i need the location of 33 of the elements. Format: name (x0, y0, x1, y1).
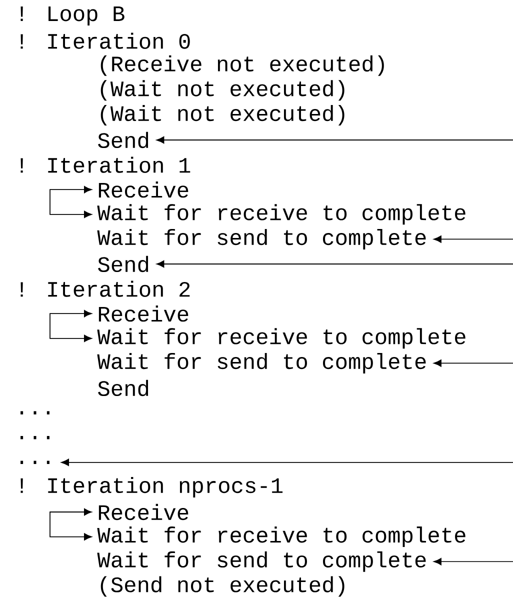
code-line: (Send not executed) (100, 576, 344, 597)
code-line: ! Loop B (20, 6, 124, 26)
arrow (61, 458, 513, 466)
code-line: ... (20, 436, 50, 440)
code-line: Send (98, 132, 148, 148)
code-line: Wait for send to complete (97, 551, 426, 572)
code-line: ! Iteration 2 (20, 280, 190, 297)
code-line: Receive (98, 182, 188, 198)
code-line: Send (98, 380, 148, 396)
code-line: ... (20, 460, 50, 464)
code-line: ... (20, 411, 50, 414)
arrow (156, 136, 513, 144)
code-line: Receive (98, 306, 188, 322)
code-line: Wait for send to complete (97, 228, 426, 250)
arrow (434, 360, 513, 367)
bracket-arrow (50, 508, 92, 540)
code-line: (Receive not executed) (100, 55, 384, 76)
arrow (156, 260, 513, 268)
bracket-arrow (50, 186, 92, 218)
code-line: ! Iteration 0 (20, 32, 190, 49)
code-line: ! Iteration nprocs-1 (20, 476, 283, 498)
code-line: ! Iteration 1 (20, 156, 190, 173)
code-line: (Wait not executed) (100, 104, 344, 126)
code-line: Wait for receive to complete (97, 204, 466, 225)
code-line: Wait for send to complete (97, 352, 426, 374)
arrow (434, 236, 513, 243)
arrow (434, 558, 513, 566)
bracket-arrow (50, 310, 92, 342)
code-line: Send (98, 256, 148, 272)
code-line: Wait for receive to complete (97, 328, 466, 349)
code-line: Wait for receive to complete (97, 526, 466, 548)
code-line: (Wait not executed) (100, 80, 344, 101)
code-line: Receive (98, 504, 188, 520)
